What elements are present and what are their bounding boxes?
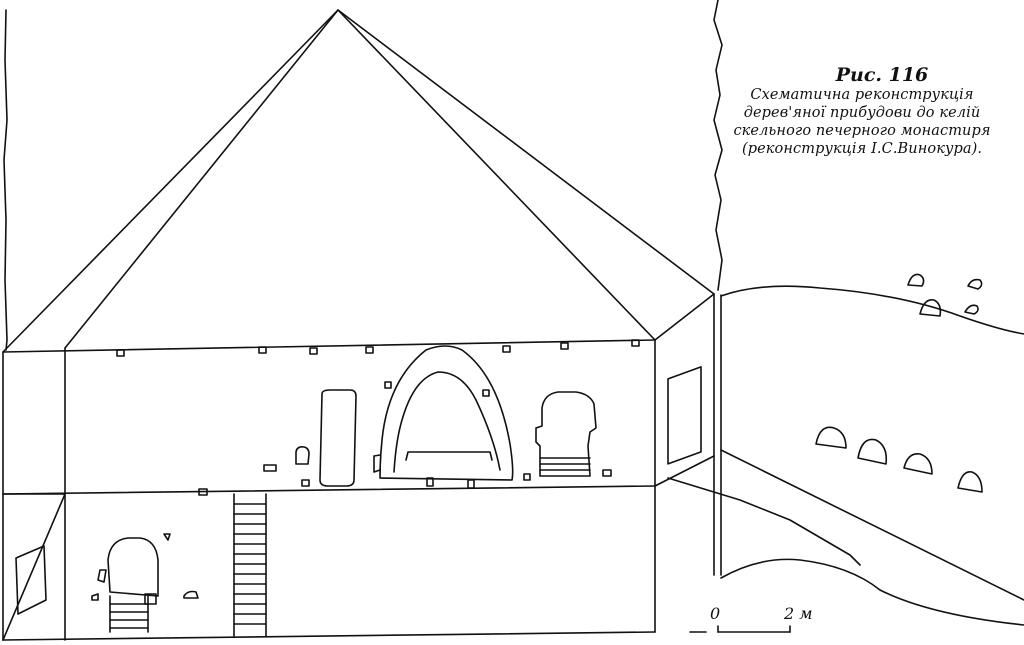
upper-small-niche	[296, 447, 309, 464]
scale-start-label: 0	[710, 604, 721, 623]
beam-holes	[117, 340, 639, 495]
figure-title: Рис. 116	[835, 64, 929, 86]
upper-arch	[374, 346, 513, 480]
upper-niche-steps	[536, 392, 596, 476]
rock-surface	[668, 286, 1024, 632]
scale-end-label: 2 м	[784, 604, 813, 623]
ladder	[234, 494, 266, 636]
lower-doorway	[92, 534, 198, 632]
side-annex	[655, 294, 721, 575]
upper-slab-door	[320, 390, 356, 486]
caption-line-3: скельного печерного монастиря	[733, 123, 991, 139]
right-rock-edge	[714, 0, 722, 290]
building-frame	[3, 340, 655, 640]
caption-line-1: Схематична реконструкція	[750, 87, 974, 103]
scale-bar	[718, 626, 790, 632]
caption-line-4: (реконструкція І.С.Винокура).	[741, 141, 983, 157]
cave-openings	[816, 274, 982, 492]
left-rock-edge	[4, 10, 7, 350]
caption-line-2: дерев'яної прибудови до келій	[743, 105, 981, 121]
roof	[3, 10, 714, 352]
lower-side-window	[16, 546, 46, 614]
figure-caption: Рис. 116 Схематична реконструкція дерев'…	[712, 64, 1012, 158]
